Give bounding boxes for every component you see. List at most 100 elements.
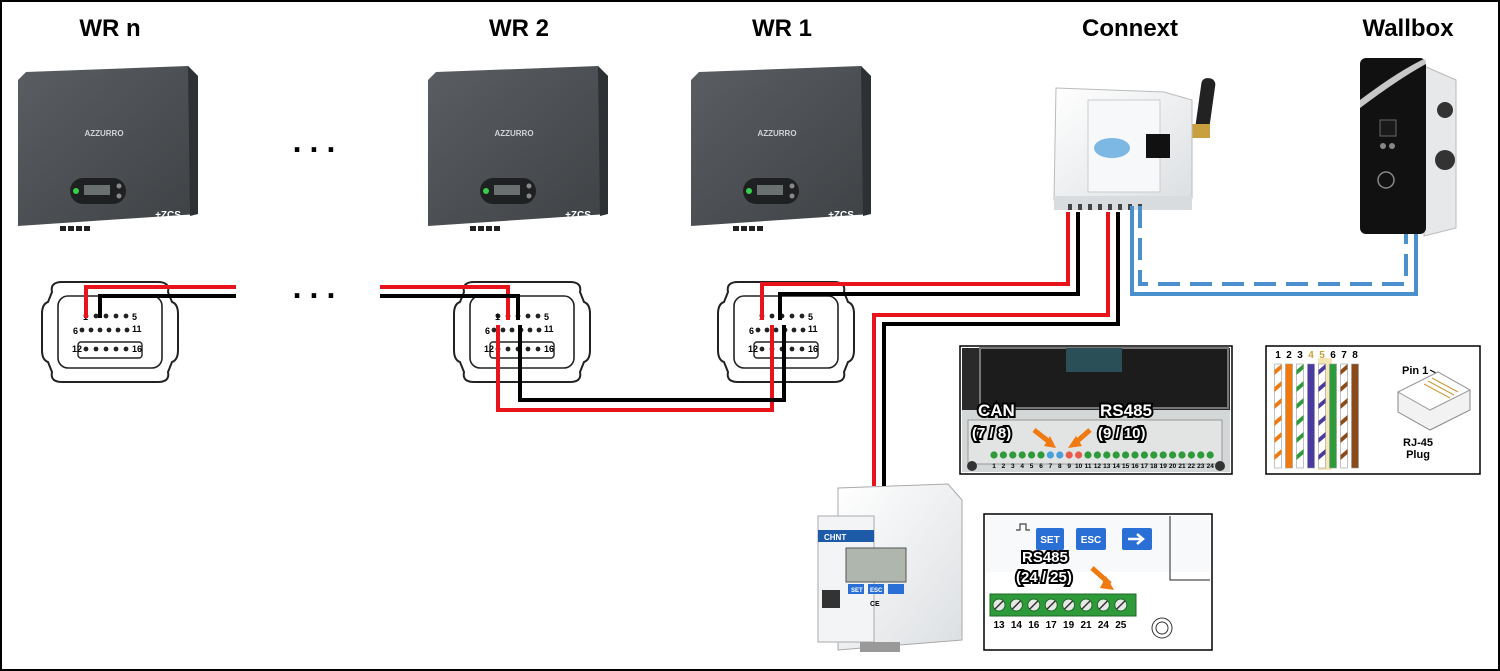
can-pins-label: (7 / 8) (972, 425, 1011, 442)
connext-terminal-number: 16 (1131, 463, 1139, 470)
title-inverter-n: WR n (79, 15, 141, 42)
pin-label-12: 12 (748, 344, 758, 354)
connext-terminal-screw (1150, 451, 1158, 459)
meter-terminal-number: 17 (1046, 620, 1058, 631)
pin-label-11: 11 (808, 324, 818, 334)
meter-terminal-slot (1011, 600, 1021, 610)
rj45-wire-stripe (1274, 398, 1282, 409)
rj45-wire-stripe (1318, 449, 1326, 460)
meter-terminal-number: 19 (1063, 620, 1075, 631)
connext-terminal-number: 18 (1150, 463, 1158, 470)
meter-terminal-slot (1046, 600, 1056, 610)
meter-terminal-number: 14 (1011, 620, 1023, 631)
meter-terminal-slot (1098, 600, 1108, 610)
rj45-wire-stripe (1274, 364, 1282, 375)
rj45-wire-stripe (1318, 432, 1326, 443)
connext-terminal-screw (990, 451, 998, 459)
meter-terminal-number: 25 (1115, 620, 1127, 631)
ethernet-cable (1130, 206, 1418, 296)
connext-terminal-number: 2 (1002, 463, 1006, 470)
rj45-pin-number: 6 (1330, 350, 1336, 361)
pin-label-11: 11 (132, 324, 142, 334)
inverter-brand-logo: AZZURRO (757, 129, 796, 138)
connext-terminal-screw (999, 451, 1008, 459)
rj45-pin-number: 7 (1341, 350, 1347, 361)
rj45-wire-stripe (1318, 364, 1326, 375)
rj45-wire-stripe (1274, 432, 1282, 443)
inverter-wr-2: AZZURRO +ZCS (428, 66, 608, 231)
connext-terminal-screw (1018, 451, 1026, 459)
connext-terminal-number: 5 (1030, 463, 1034, 470)
connext-terminal-number: 24 (1207, 463, 1215, 470)
connext-terminal-screw (1046, 451, 1054, 459)
connext-terminal-number: 4 (1020, 463, 1024, 470)
connext-device (1053, 78, 1216, 210)
rj45-wire-stripe (1296, 398, 1304, 409)
rj45-pin-number: 8 (1352, 350, 1358, 361)
connext-terminal-number: 1 (992, 463, 996, 470)
meter-terminal-slot (1081, 600, 1091, 610)
rj45-pin-number: 5 (1319, 350, 1325, 361)
rj45-wire (1351, 363, 1359, 469)
connext-terminal-screw (1028, 451, 1036, 459)
rj45-wire-stripe (1318, 398, 1326, 409)
connext-terminal-screw (1122, 451, 1130, 459)
meter-detail-esc-button: ESC (1081, 535, 1102, 546)
meter-ce-mark: CE (870, 601, 880, 608)
meter-rs485-label: RS485 (1022, 549, 1068, 566)
rj45-wire-stripe (1274, 415, 1282, 426)
pin-label-5: 5 (132, 312, 137, 322)
meter-rs485-pins-label: (24 / 25) (1016, 569, 1072, 586)
connext-terminal-number: 13 (1103, 463, 1111, 470)
inverter-brand-logo: AZZURRO (84, 129, 123, 138)
connext-terminal-screw (1093, 451, 1101, 459)
pin-label-5: 5 (544, 312, 549, 322)
rj45-wire (1329, 363, 1337, 469)
connext-terminal-number: 22 (1188, 463, 1196, 470)
rj45-wire-stripe (1340, 364, 1348, 375)
rj45-wire-stripe (1274, 381, 1282, 392)
pin-label-11: 11 (544, 324, 554, 334)
rj45-wire-stripe (1274, 449, 1282, 460)
rj45-wire (1307, 363, 1315, 469)
rj45-wire-stripe (1340, 381, 1348, 392)
rj45-wire (1285, 363, 1293, 469)
connext-terminal-number: 9 (1067, 463, 1071, 470)
connext-terminal-number: 12 (1094, 463, 1102, 470)
pin-label-6: 6 (73, 326, 78, 336)
can-label: CAN (978, 401, 1015, 420)
title-connext: Connext (1082, 15, 1178, 42)
rj45-wire-stripe (1340, 398, 1348, 409)
rj45-wire-stripe (1340, 415, 1348, 426)
connext-terminal-screw (1197, 451, 1205, 459)
meter-terminal-number: 13 (993, 620, 1005, 631)
pin-label-6: 6 (485, 326, 490, 336)
pin-label-1: 1 (495, 312, 500, 322)
pin-label-5: 5 (808, 312, 813, 322)
connext-terminal-screw (1187, 451, 1195, 459)
rj45-wire-stripe (1340, 449, 1348, 460)
rj45-pin-number: 1 (1275, 350, 1281, 361)
wiring-black (98, 212, 1120, 486)
pin-label-6: 6 (749, 326, 754, 336)
rj45-wire-stripe (1296, 449, 1304, 460)
title-wallbox: Wallbox (1362, 15, 1454, 42)
connext-terminal-number: 8 (1058, 463, 1062, 470)
inverter-badge: +ZCS (565, 210, 591, 221)
title-inverter-1: WR 1 (752, 15, 812, 42)
connext-terminal-screw (1159, 451, 1167, 459)
inverter-badge: +ZCS (155, 210, 181, 221)
connext-terminal-screw (1084, 451, 1092, 459)
connext-terminal-screw (1169, 451, 1177, 459)
pin-label-12: 12 (484, 344, 494, 354)
rs485-label: RS485 (1100, 401, 1152, 420)
rj45-wire-stripe (1296, 364, 1304, 375)
rj45-pin-number: 2 (1286, 350, 1292, 361)
rj45-pin1-label: Pin 1 (1402, 365, 1428, 377)
inverter-badge: +ZCS (828, 210, 854, 221)
connext-terminal-screw (1178, 451, 1186, 459)
pin-label-16: 16 (808, 344, 818, 354)
meter-terminal-slot (994, 600, 1004, 610)
